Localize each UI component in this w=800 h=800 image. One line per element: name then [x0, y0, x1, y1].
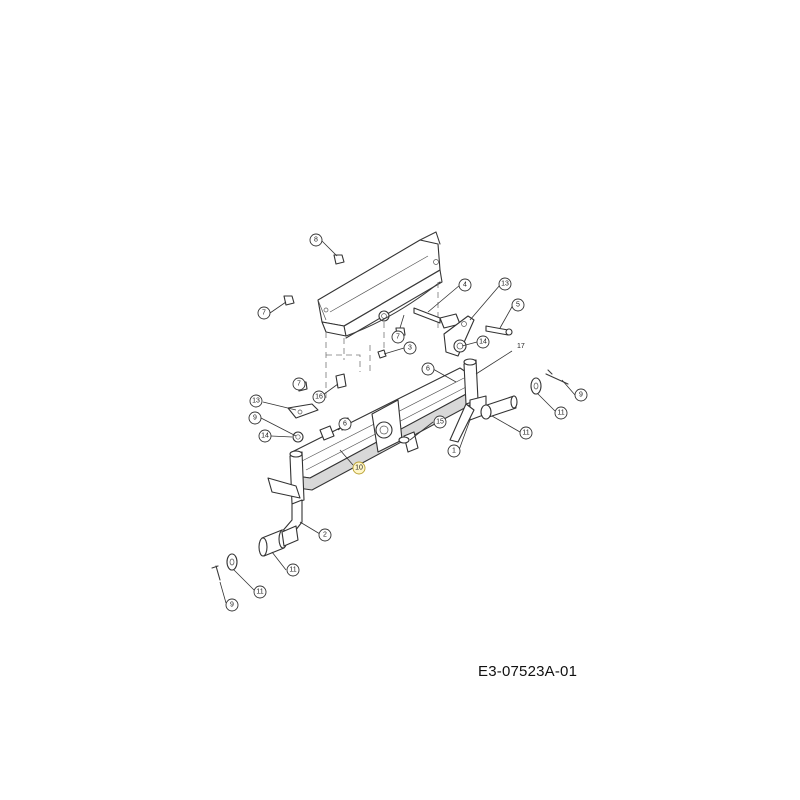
svg-text:3: 3 [408, 345, 412, 352]
callout-6-left: 6 [338, 417, 352, 431]
svg-text:14: 14 [261, 433, 269, 440]
svg-text:8: 8 [314, 237, 318, 244]
drawing-reference-code: E3-07523A-01 [478, 663, 578, 680]
callout-11-right-washer: 11 [554, 406, 568, 420]
callout-7-mid: 7 [391, 330, 405, 344]
svg-text:11: 11 [557, 410, 564, 417]
callout-4: 4 [458, 278, 472, 292]
leader-lines [219, 239, 576, 604]
label-17: 17 [517, 343, 525, 350]
callout-13-left: 13 [249, 394, 263, 408]
svg-text:15: 15 [436, 419, 444, 426]
callout-16: 16 [312, 390, 326, 404]
svg-text:11: 11 [289, 567, 296, 574]
callout-11-right-spindle: 11 [519, 426, 533, 440]
svg-text:13: 13 [252, 398, 260, 405]
callout-8-top: 8 [309, 233, 323, 247]
svg-text:7: 7 [297, 381, 301, 388]
svg-text:9: 9 [579, 392, 583, 399]
callout-9-left-upper: 9 [248, 411, 262, 425]
svg-text:9: 9 [253, 415, 257, 422]
svg-text:13: 13 [501, 281, 509, 288]
front-axle-beam [291, 367, 473, 491]
callout-10: 10 [352, 461, 366, 475]
svg-text:9: 9 [230, 602, 234, 609]
svg-text:5: 5 [516, 302, 520, 309]
svg-text:7: 7 [262, 310, 266, 317]
callout-5: 5 [511, 298, 525, 312]
right-washer-pin [530, 369, 569, 395]
svg-text:11: 11 [256, 589, 263, 596]
right-pivot-plate [443, 315, 475, 357]
svg-text:17: 17 [517, 343, 525, 350]
callout-13-right: 13 [498, 277, 512, 291]
callout-11-left-spindle: 11 [286, 563, 300, 577]
callout-9-right: 9 [574, 388, 588, 402]
svg-text:11: 11 [522, 430, 529, 437]
callout-1: 1 [447, 444, 461, 458]
callout-15: 15 [433, 415, 447, 429]
svg-text:4: 4 [463, 282, 467, 289]
callout-14-left: 14 [258, 429, 272, 443]
svg-text:6: 6 [343, 421, 347, 428]
svg-text:6: 6 [426, 366, 430, 373]
callout-9-left-lower: 9 [225, 598, 239, 612]
svg-text:1: 1 [452, 448, 456, 455]
callout-14-right: 14 [476, 335, 490, 349]
callout-3: 3 [403, 341, 417, 355]
left-washer-pin [211, 553, 238, 581]
svg-text:2: 2 [323, 532, 327, 539]
callout-7-left: 7 [292, 377, 306, 391]
callout-7-top-left: 7 [257, 306, 271, 320]
svg-text:14: 14 [479, 339, 487, 346]
callout-2: 2 [318, 528, 332, 542]
svg-text:7: 7 [396, 334, 400, 341]
frame-mounting-bracket [317, 231, 443, 339]
svg-text:10: 10 [355, 465, 363, 472]
callout-11-left-washer: 11 [253, 585, 267, 599]
callout-6-right: 6 [421, 362, 435, 376]
left-spindle [258, 450, 305, 557]
svg-text:16: 16 [315, 394, 323, 401]
right-spindle [449, 358, 518, 443]
